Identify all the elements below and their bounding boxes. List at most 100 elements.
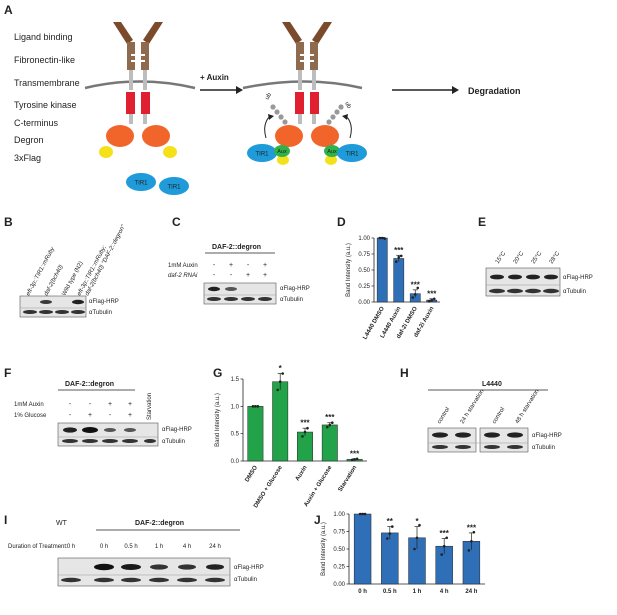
y-tick-label: 0.75 — [358, 252, 370, 258]
svg-text:-: - — [89, 401, 92, 408]
plus-auxin-label: + Auxin — [200, 73, 229, 82]
data-point — [251, 405, 255, 408]
blot-i-title: DAF-2::degron — [135, 520, 184, 527]
data-point — [380, 236, 384, 240]
data-point — [394, 260, 398, 263]
blot-c-flag-label: αFlag-HRP — [280, 286, 310, 292]
data-point — [430, 298, 434, 302]
blot-h-title: L4440 — [482, 381, 502, 388]
svg-text:+: + — [128, 401, 132, 408]
degradation-label: Degradation — [468, 86, 521, 96]
y-axis-label: Band Intensity (a.u.) — [346, 243, 352, 297]
blot-c-title: DAF-2::degron — [212, 244, 261, 251]
svg-text:daf-2(bch40) "DAF-2::degron": daf-2(bch40) "DAF-2::degron" — [84, 223, 127, 297]
blot-h-tubulin-label: αTubulin — [532, 445, 555, 451]
significance-label: *** — [411, 280, 421, 289]
degradation-arrow-head — [452, 86, 459, 94]
blot-i-times: 0 h 0 h 0.5 h 1 h 4 h 24 h — [67, 544, 221, 550]
aux-bound-right: Aux — [324, 145, 340, 157]
svg-text:TIR1: TIR1 — [167, 185, 181, 191]
label-fibronectin: Fibronectin-like — [14, 55, 75, 65]
x-tick-label: 0 h — [358, 589, 367, 595]
svg-text:4 h: 4 h — [183, 544, 191, 550]
y-axis-label: Band Intensity (a.u.) — [321, 522, 327, 576]
y-tick-label: 1.00 — [333, 512, 345, 518]
svg-text:0 h: 0 h — [100, 544, 108, 550]
blot-e-tubulin-label: αTubulin — [563, 289, 586, 295]
bar — [353, 513, 372, 585]
receptor-right: ub ub — [264, 22, 352, 165]
svg-text:+: + — [246, 272, 250, 279]
svg-text:24 h starvation: 24 h starvation — [460, 389, 486, 426]
y-tick-label: 0.75 — [333, 530, 345, 536]
y-tick-label: 1.0 — [231, 404, 240, 410]
svg-text:-: - — [213, 272, 216, 279]
data-point — [472, 530, 476, 534]
significance-label: *** — [350, 449, 360, 458]
blot-h-flag-label: αFlag-HRP — [532, 433, 562, 439]
significance-label: * — [279, 364, 283, 373]
panel-label-d: D — [337, 215, 346, 229]
svg-text:+: + — [229, 262, 233, 269]
panel-label-g: G — [213, 366, 222, 380]
blot-f-flag-label: αFlag-HRP — [162, 427, 192, 433]
data-point — [256, 405, 260, 408]
svg-text:48 h starvation: 48 h starvation — [515, 389, 541, 426]
svg-text:1 h: 1 h — [155, 544, 163, 550]
blot-f-tubulin-label: αTubulin — [162, 439, 185, 445]
data-point — [397, 255, 401, 259]
label-degron: Degron — [14, 135, 44, 145]
panel-label-c: C — [172, 215, 181, 229]
significance-label: *** — [427, 289, 437, 298]
panel-a-domain-labels: Ligand binding Fibronectin-like Transmem… — [14, 32, 80, 163]
data-point — [411, 296, 415, 299]
svg-text:-: - — [213, 262, 216, 269]
svg-text:15°C: 15°C — [495, 250, 508, 265]
label-transmembrane: Transmembrane — [14, 78, 80, 88]
label-tyrosine-kinase: Tyrosine kinase — [14, 100, 77, 110]
label-3xflag: 3xFlag — [14, 153, 41, 163]
data-point — [383, 237, 387, 240]
data-point — [427, 300, 431, 303]
svg-text:20°C: 20°C — [513, 250, 526, 265]
significance-label: *** — [300, 419, 310, 428]
svg-text:+: + — [128, 412, 132, 419]
svg-text:Aux: Aux — [277, 149, 287, 155]
svg-text:+: + — [88, 412, 92, 419]
data-point — [355, 457, 359, 461]
data-point — [353, 458, 356, 461]
panel-label-j: J — [314, 513, 321, 527]
bar — [297, 431, 313, 462]
y-tick-label: 0.0 — [231, 459, 240, 465]
blot-c-row2-label: daf-2 RNAi — [168, 273, 198, 279]
blot-b-tubulin-label: αTubulin — [89, 310, 112, 316]
blot-i-flag-label: αFlag-HRP — [234, 565, 264, 571]
bar — [272, 381, 289, 462]
data-point — [445, 536, 449, 540]
x-tick-label: Starvation — [338, 465, 359, 493]
panel-label-a: A — [4, 3, 13, 17]
data-point — [415, 536, 419, 540]
svg-text:-: - — [247, 262, 250, 269]
significance-label: *** — [325, 413, 335, 422]
data-point — [378, 236, 382, 240]
bar — [393, 258, 405, 303]
blot-h-lane-labels: control 24 h starvation control 48 h sta… — [437, 389, 541, 426]
panel-label-f: F — [4, 366, 11, 380]
tir1-free-1: TIR1 — [126, 173, 156, 191]
significance-label: ** — [387, 517, 394, 526]
membrane-left — [84, 80, 196, 90]
blot-e-flag-label: αFlag-HRP — [563, 275, 593, 281]
y-tick-label: 0.25 — [358, 284, 370, 290]
data-point — [418, 523, 421, 527]
data-point — [416, 286, 420, 290]
bar — [321, 424, 338, 462]
blot-b-flag-label: αFlag-HRP — [89, 299, 119, 305]
bar — [376, 237, 388, 303]
data-point — [399, 254, 403, 258]
blot-i-duration: Duration of Treatment: — [8, 544, 68, 550]
y-tick-label: 0.5 — [231, 432, 240, 438]
blot-f-row1-label: 1mM Auxin — [14, 402, 44, 408]
